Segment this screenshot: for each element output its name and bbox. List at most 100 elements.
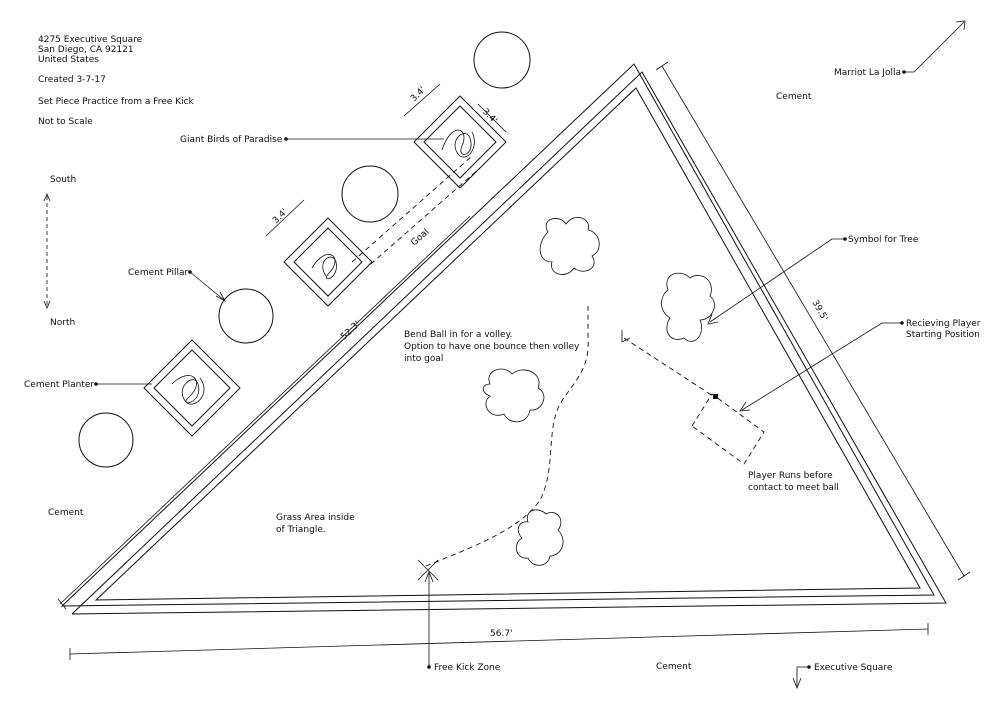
leader-arrow-icon [215, 291, 227, 303]
diagram-title: Set Piece Practice from a Free Kick [38, 97, 195, 107]
ball-path [425, 306, 589, 567]
dim-diagonal-line [59, 215, 471, 605]
callout-marriot: Marriot La Jolla [834, 68, 901, 78]
dim-line [477, 103, 507, 133]
callout-executive-square: Executive Square [814, 663, 893, 673]
leader-arrow-icon [739, 401, 751, 412]
goal: Goal [351, 155, 481, 271]
leader-line [741, 322, 902, 411]
planter-dims: 3.4' 3.4' 3.4' [265, 83, 507, 237]
bird-of-paradise-icon [311, 254, 337, 280]
tree-icon [482, 368, 545, 423]
planter-upper-dim-b: 3.4' [480, 107, 499, 126]
dim-tick [655, 61, 669, 71]
compass: South North [43, 175, 76, 328]
play-paths [417, 306, 765, 581]
leader-line [189, 271, 225, 301]
cement-pillar [473, 31, 531, 89]
grass-label-line2: of Triangle. [276, 525, 326, 535]
executive-arrow-icon [792, 677, 802, 690]
dim-bottom-line [69, 628, 929, 655]
cement-pillar [78, 412, 134, 468]
scale-note: Not to Scale [38, 117, 93, 127]
dim-tick [957, 571, 971, 581]
address-line-2: San Diego, CA 92121 [38, 45, 134, 55]
callout-receiving-line2: Starting Position [906, 330, 980, 340]
leader-arrow-icon [707, 313, 719, 325]
grass-label-line1: Grass Area inside [276, 513, 355, 523]
area-labels: Cement Cement Cement Grass Area inside o… [48, 92, 812, 672]
dimension-diagonal: 52.3' [57, 215, 471, 610]
planter-outer [283, 217, 373, 307]
runs-note-line1: Player Runs before [748, 471, 833, 481]
planter-outer [143, 339, 241, 437]
planter-middle [283, 217, 373, 307]
marriot-arrow-icon [955, 20, 966, 31]
dim-tick [57, 598, 67, 610]
run-arrow-icon [621, 330, 631, 343]
triangle-border [71, 71, 947, 615]
tree-icon [661, 272, 715, 342]
cement-pillar [341, 165, 399, 223]
trees [482, 217, 715, 566]
goal-line [351, 155, 473, 263]
planter-inner [153, 349, 231, 427]
dim-diagonal-label: 52.3' [339, 320, 362, 343]
planter-outer [413, 95, 507, 189]
dim-line [403, 83, 441, 117]
callouts: Giant Birds of Paradise Cement Pillar Ce… [24, 20, 981, 690]
tree-icon [515, 509, 564, 566]
bend-note-line3: into goal [404, 354, 443, 364]
free-kick-marker-icon [417, 559, 439, 581]
compass-north-label: North [50, 318, 75, 328]
cement-pillar [218, 288, 274, 344]
address-line-3: United States [38, 55, 99, 65]
planter-inner [423, 105, 497, 179]
goal-line [363, 167, 481, 271]
receiving-zone [691, 393, 765, 465]
goal-label: Goal [409, 227, 431, 248]
triangle-inner [94, 87, 921, 601]
planter-upper [413, 95, 507, 189]
dim-bottom-label: 56.7' [490, 629, 513, 639]
compass-south-label: South [50, 175, 76, 185]
runs-note-line2: contact to meet ball [748, 483, 839, 493]
callout-free-kick-zone: Free Kick Zone [434, 663, 501, 673]
bend-note-line1: Bend Ball in for a volley. [404, 330, 513, 340]
leader-line [796, 666, 809, 686]
compass-arrow-up-icon [43, 192, 51, 202]
compass-arrow-down-icon [43, 300, 51, 310]
leader-arrow-icon [424, 570, 434, 583]
planter-upper-dim: 3.4' [409, 85, 428, 104]
leader-line [904, 21, 965, 73]
tree-icon [539, 217, 600, 275]
created-date: Created 3-7-17 [38, 75, 106, 85]
planter-mid-dim: 3.4' [271, 207, 290, 226]
bird-of-paradise-icon [441, 129, 475, 158]
bird-of-paradise-icon [171, 375, 205, 405]
planter-inner [293, 227, 363, 297]
cement-left-label: Cement [48, 508, 84, 518]
callout-receiving-line1: Recieving Player [906, 319, 981, 329]
callout-cement-pillar: Cement Pillar [128, 268, 188, 278]
receiving-marker [713, 394, 718, 399]
cement-top-label: Cement [776, 92, 812, 102]
planter-lower [143, 339, 241, 437]
header-block: 4275 Executive Square San Diego, CA 9212… [38, 35, 195, 127]
cement-pillars [78, 31, 531, 468]
callout-giant-birds: Giant Birds of Paradise [180, 135, 283, 145]
dimension-bottom: 56.7' [69, 623, 929, 660]
grass-triangle [60, 63, 947, 615]
callout-cement-planter: Cement Planter [24, 380, 94, 390]
player-run-path [623, 337, 717, 399]
triangle-outer [60, 63, 935, 607]
bend-note-line2: Option to have one bounce then volley [404, 342, 580, 352]
leader-line [709, 238, 845, 323]
dim-right-line [661, 65, 965, 577]
callout-symbol-tree: Symbol for Tree [848, 235, 919, 245]
notes: Bend Ball in for a volley. Option to hav… [404, 330, 839, 493]
cement-bottom-label: Cement [656, 662, 692, 672]
dim-line [265, 199, 305, 237]
address-line-1: 4275 Executive Square [38, 35, 143, 45]
